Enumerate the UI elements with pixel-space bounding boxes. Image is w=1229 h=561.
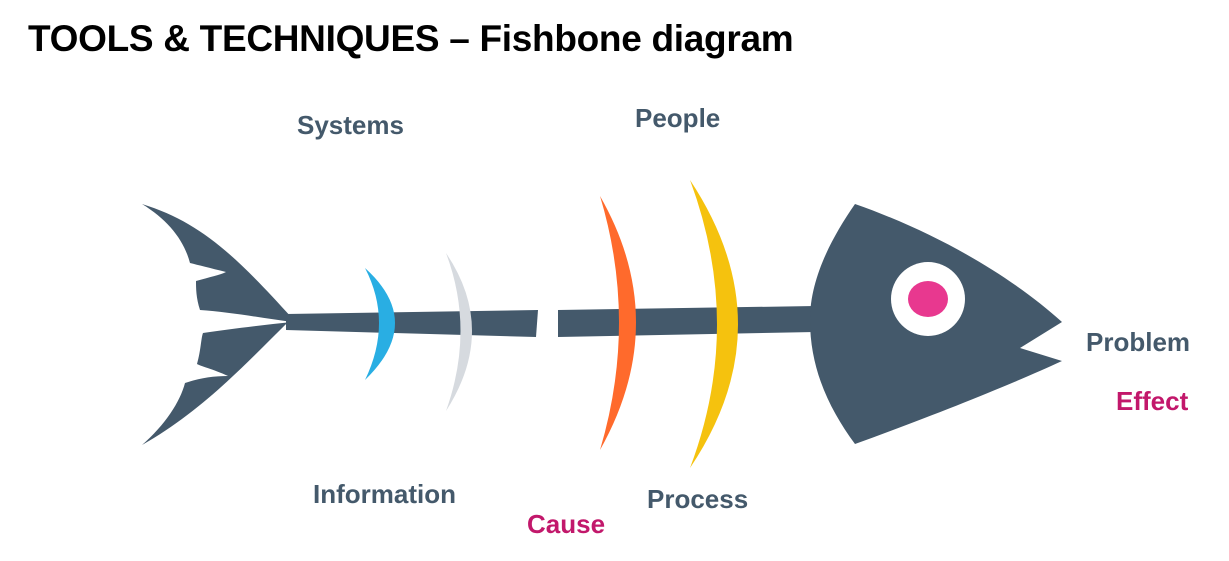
rib-information [365, 268, 395, 380]
label-information: Information [313, 479, 456, 509]
rib-people [690, 180, 738, 468]
fish-eye-pupil [908, 281, 948, 317]
fish-tail [142, 204, 292, 445]
fish-spine-left [286, 310, 538, 337]
label-people: People [635, 103, 721, 133]
label-cause: Cause [527, 509, 606, 539]
fish-spine-right [558, 306, 815, 337]
page-title: TOOLS & TECHNIQUES – Fishbone diagram [28, 18, 794, 59]
label-systems: Systems [297, 110, 404, 140]
label-process: Process [647, 484, 749, 514]
rib-process [600, 196, 636, 450]
rib-systems [446, 253, 472, 411]
label-problem: Problem [1086, 327, 1191, 357]
label-effect: Effect [1116, 386, 1189, 416]
